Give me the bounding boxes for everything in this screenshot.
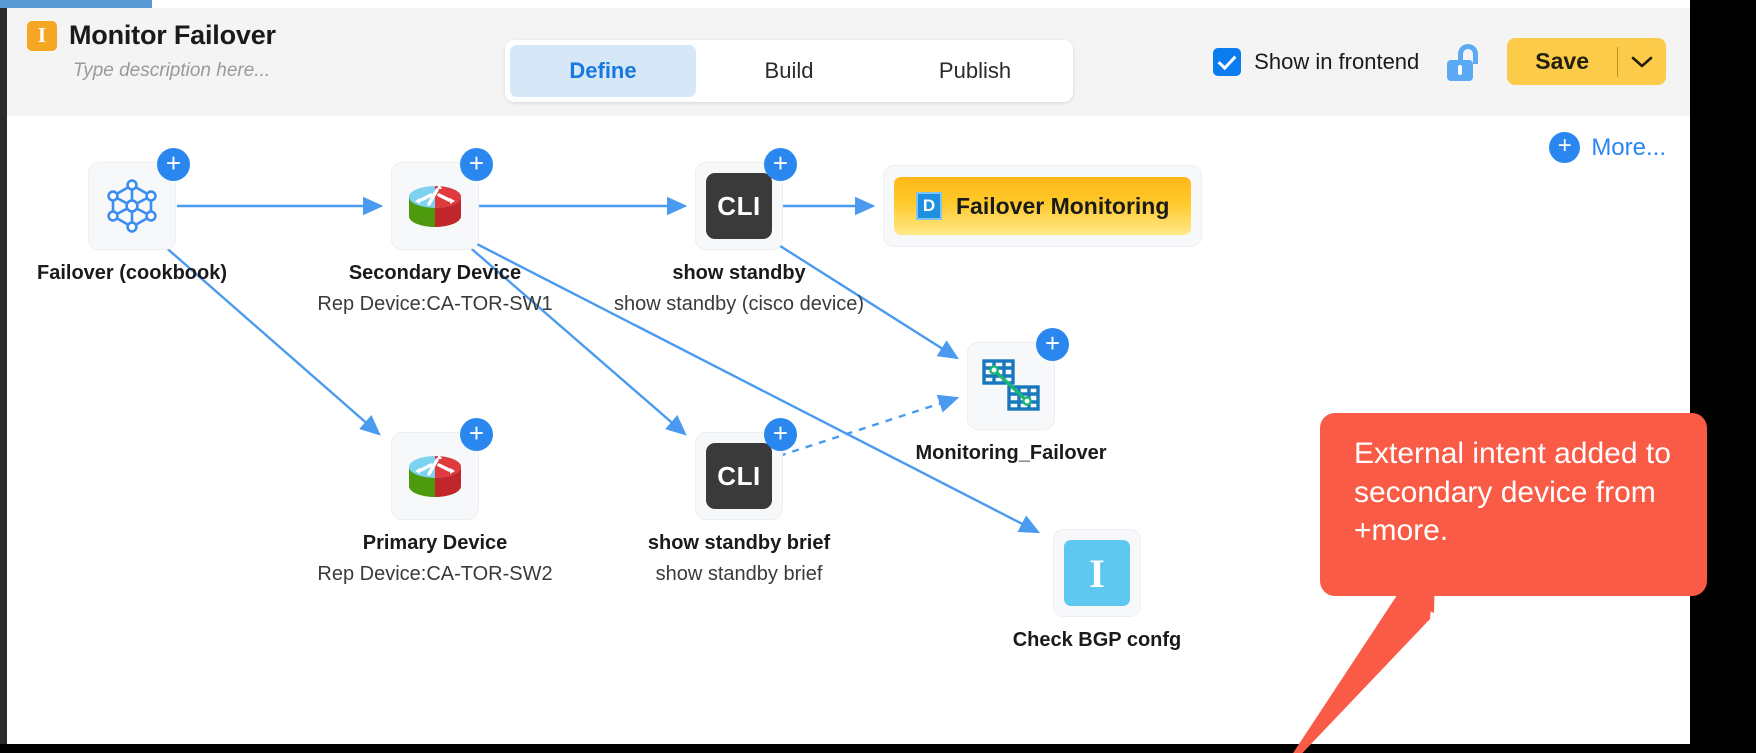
intent-badge-icon: I — [27, 20, 57, 51]
chevron-down-icon[interactable] — [1618, 55, 1666, 69]
node-show-standby-brief[interactable]: CLI + show standby brief show standby br… — [648, 418, 830, 585]
description-input[interactable]: Type description here... — [73, 60, 271, 81]
tab-group: Define Build Publish — [505, 40, 1073, 102]
node-icon-box[interactable]: CLI — [695, 432, 783, 520]
show-in-frontend-label: Show in frontend — [1254, 48, 1420, 74]
node-sublabel: show standby brief — [655, 563, 823, 585]
node-monitoring-failover[interactable]: + Monitoring_Failover — [915, 328, 1107, 464]
edge-layer — [161, 196, 1041, 534]
left-rail — [0, 8, 7, 744]
node-sublabel: Rep Device:CA-TOR-SW1 — [317, 293, 553, 315]
node-failover-monitoring[interactable]: D Failover Monitoring — [883, 165, 1203, 247]
tab-define[interactable]: Define — [510, 45, 696, 97]
workflow-canvas[interactable]: + More... — [7, 116, 1707, 753]
node-icon-box[interactable] — [88, 162, 176, 250]
intent-i-icon: I — [1064, 540, 1130, 606]
save-button[interactable]: Save — [1507, 38, 1666, 85]
header-controls: Show in frontend Save — [1213, 38, 1666, 85]
node-label: Monitoring_Failover — [915, 442, 1107, 464]
checkbox-icon[interactable] — [1213, 47, 1242, 76]
node-show-standby[interactable]: CLI + show standby show standby (cisco d… — [614, 148, 864, 315]
cli-icon: CLI — [706, 173, 772, 239]
node-icon-box[interactable] — [391, 162, 479, 250]
node-failover-cookbook[interactable]: + Failover (cookbook) — [37, 148, 227, 284]
node-label: Check BGP confg — [1012, 629, 1182, 651]
workflow-editor-app: I Monitor Failover Type description here… — [0, 0, 1690, 744]
node-label: Failover (cookbook) — [36, 262, 228, 284]
callout-text: External intent added to secondary devic… — [1354, 437, 1671, 548]
node-label: Failover Monitoring — [956, 192, 1170, 219]
document-d-icon: D — [916, 192, 942, 220]
more-button-label: More... — [1591, 133, 1666, 161]
node-icon-box[interactable] — [391, 432, 479, 520]
save-divider — [1617, 46, 1618, 77]
router-icon — [409, 454, 461, 497]
cli-icon: CLI — [706, 443, 772, 509]
node-secondary-device[interactable]: + Secondary Device Rep Device:CA-TOR-SW1 — [317, 148, 553, 315]
top-progress-strip — [0, 0, 1690, 8]
tab-publish[interactable]: Publish — [938, 58, 1012, 83]
tab-build[interactable]: Build — [764, 58, 814, 83]
router-icon — [409, 184, 461, 227]
node-primary-device[interactable]: + Primary Device Rep Device:CA-TOR-SW2 — [317, 418, 553, 585]
node-label: Secondary Device — [348, 262, 522, 284]
node-icon-box[interactable]: I — [1053, 529, 1141, 617]
node-label: Primary Device — [362, 532, 508, 554]
show-in-frontend-toggle[interactable]: Show in frontend — [1213, 47, 1420, 76]
add-node-button[interactable]: + — [460, 418, 493, 451]
node-sublabel: Rep Device:CA-TOR-SW2 — [317, 563, 553, 585]
node-check-bgp-confg[interactable]: I Check BGP confg — [1013, 529, 1181, 651]
node-icon-box[interactable]: CLI — [695, 162, 783, 250]
title-block: I Monitor Failover Type description here… — [27, 20, 276, 82]
node-label: show standby brief — [647, 532, 831, 554]
add-node-button[interactable]: + — [1036, 328, 1069, 361]
editor-header: I Monitor Failover Type description here… — [7, 8, 1690, 117]
unlock-icon[interactable] — [1445, 43, 1481, 81]
node-sublabel: show standby (cisco device) — [613, 293, 865, 315]
add-node-button[interactable]: + — [157, 148, 190, 181]
node-icon-box[interactable]: D Failover Monitoring — [883, 165, 1203, 247]
node-label: show standby — [672, 262, 806, 284]
more-button[interactable]: + More... — [1549, 132, 1666, 163]
node-icon-box[interactable] — [967, 342, 1055, 430]
annotation-callout: External intent added to secondary devic… — [1293, 413, 1707, 753]
table-link-icon — [982, 359, 1040, 411]
add-node-button[interactable]: + — [460, 148, 493, 181]
failover-monitoring-pill[interactable]: D Failover Monitoring — [894, 177, 1192, 235]
save-button-label: Save — [1535, 48, 1589, 74]
add-node-button[interactable]: + — [764, 418, 797, 451]
network-mesh-icon — [107, 179, 157, 233]
page-title: Monitor Failover — [69, 20, 276, 50]
progress-fill — [0, 0, 152, 8]
add-node-button[interactable]: + — [764, 148, 797, 181]
callout-bubble — [1320, 413, 1707, 596]
plus-circle-icon: + — [1549, 132, 1581, 163]
